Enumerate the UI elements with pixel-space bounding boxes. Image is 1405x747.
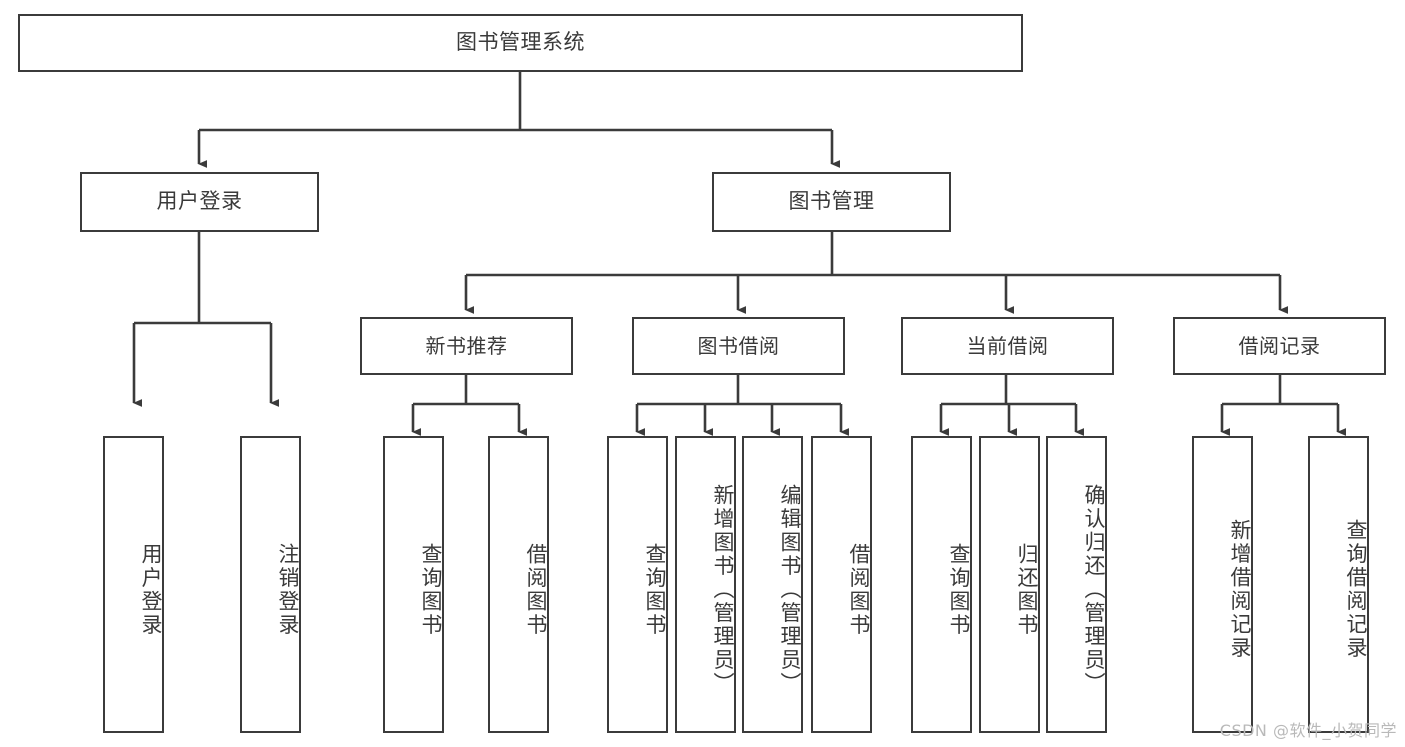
leaf-add-book[interactable]: 新增图书（管理员） [675,436,736,733]
node-label: 查询图书 [419,542,443,637]
node-label: 图书借阅 [697,334,780,358]
leaf-query-book-3[interactable]: 查询图书 [911,436,972,733]
node-book-manage[interactable]: 图书管理 [712,172,951,232]
node-book-borrow[interactable]: 图书借阅 [632,317,845,375]
node-label: 当前借阅 [966,334,1049,358]
node-label: 用户登录 [156,189,243,214]
csdn-watermark: CSDN @软件_小贺同学 [1219,721,1397,740]
node-label: 注销登录 [276,542,300,637]
leaf-query-book-2[interactable]: 查询图书 [607,436,668,733]
node-label: 图书管理系统 [456,30,585,55]
leaf-return-book[interactable]: 归还图书 [979,436,1040,733]
node-label: 借阅图书 [847,542,871,637]
node-borrow-record[interactable]: 借阅记录 [1173,317,1386,375]
node-label: 查询图书 [643,542,667,637]
node-current-borrow[interactable]: 当前借阅 [901,317,1114,375]
node-label: 用户登录 [139,542,163,637]
node-root-system[interactable]: 图书管理系统 [18,14,1023,72]
leaf-borrow-book-2[interactable]: 借阅图书 [811,436,872,733]
node-label: 归还图书 [1015,542,1039,637]
node-label: 新增图书（管理员） [711,483,735,696]
leaf-confirm-return[interactable]: 确认归还（管理员） [1046,436,1107,733]
node-label: 借阅图书 [524,542,548,637]
node-label: 新书推荐 [425,334,508,358]
node-label: 新增借阅记录 [1228,519,1252,660]
node-label: 图书管理 [788,189,875,214]
leaf-borrow-book-1[interactable]: 借阅图书 [488,436,549,733]
node-label: 查询图书 [947,542,971,637]
node-user-login[interactable]: 用户登录 [80,172,319,232]
node-label: 确认归还（管理员） [1082,483,1106,696]
node-new-book-recommend[interactable]: 新书推荐 [360,317,573,375]
node-label: 编辑图书（管理员） [778,483,802,696]
leaf-query-book-1[interactable]: 查询图书 [383,436,444,733]
node-label: 查询借阅记录 [1344,519,1368,660]
leaf-edit-book[interactable]: 编辑图书（管理员） [742,436,803,733]
leaf-query-record[interactable]: 查询借阅记录 [1308,436,1369,733]
leaf-logout-login[interactable]: 注销登录 [240,436,301,733]
leaf-add-record[interactable]: 新增借阅记录 [1192,436,1253,733]
node-label: 借阅记录 [1238,334,1321,358]
leaf-user-login[interactable]: 用户登录 [103,436,164,733]
